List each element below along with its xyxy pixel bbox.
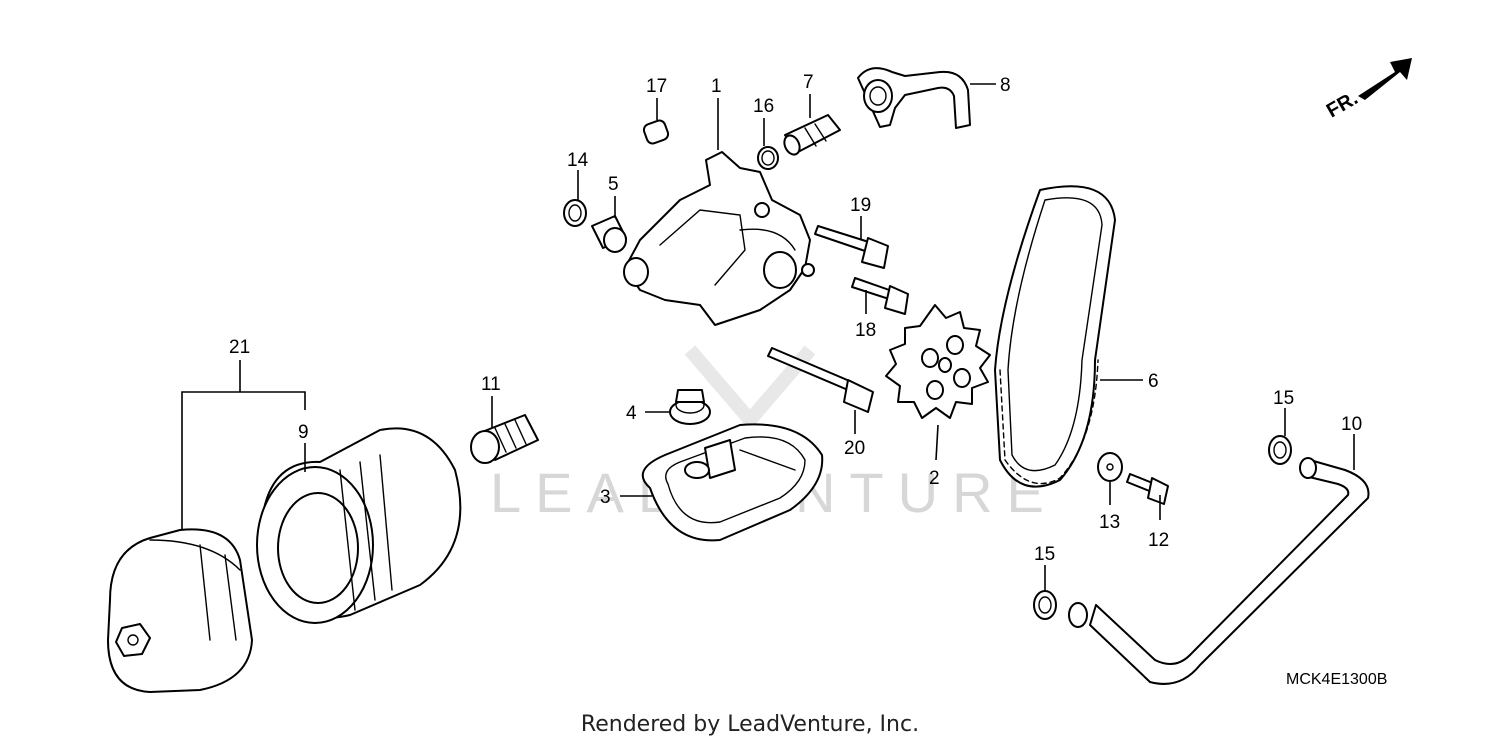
oil-pipe-bend-part[interactable] bbox=[857, 67, 971, 129]
oil-filter-cartridge-part[interactable] bbox=[256, 427, 462, 624]
callout-16[interactable]: 16 bbox=[753, 96, 774, 117]
o-ring-part[interactable] bbox=[757, 146, 779, 170]
callout-7[interactable]: 7 bbox=[803, 72, 814, 93]
o-ring-part[interactable] bbox=[1268, 435, 1292, 465]
footer-credit: Rendered by LeadVenture, Inc. bbox=[580, 712, 920, 737]
leader-lines bbox=[181, 83, 1355, 591]
o-ring-part[interactable] bbox=[1033, 590, 1057, 620]
oil-pipe-part[interactable] bbox=[1068, 457, 1370, 685]
oil-pump-sprocket-part[interactable] bbox=[885, 304, 991, 419]
callout-19[interactable]: 19 bbox=[850, 195, 871, 216]
front-direction-arrow-icon bbox=[1358, 58, 1412, 100]
callout-18[interactable]: 18 bbox=[855, 320, 876, 341]
watermark-logo-icon bbox=[684, 345, 816, 431]
dowel-pin-part[interactable] bbox=[642, 119, 670, 145]
callout-3[interactable]: 3 bbox=[600, 487, 611, 508]
callout-10[interactable]: 10 bbox=[1341, 414, 1362, 435]
callout-4[interactable]: 4 bbox=[626, 403, 637, 424]
callout-6[interactable]: 6 bbox=[1148, 371, 1159, 392]
callout-14[interactable]: 14 bbox=[567, 150, 589, 171]
flange-bolt-part[interactable] bbox=[851, 277, 909, 315]
oil-strainer-part[interactable] bbox=[641, 423, 824, 542]
oil-pump-body-part[interactable] bbox=[623, 151, 815, 326]
sealing-washer-part[interactable] bbox=[1097, 452, 1123, 482]
oil-filter-boss-part[interactable] bbox=[470, 414, 539, 464]
callout-17[interactable]: 17 bbox=[646, 76, 667, 97]
callout-1[interactable]: 1 bbox=[711, 76, 722, 97]
front-direction-label: FR. bbox=[1323, 87, 1362, 122]
oil-filter-wrench-part[interactable] bbox=[107, 528, 253, 693]
strainer-seal-part[interactable] bbox=[669, 389, 711, 425]
callout-9[interactable]: 9 bbox=[298, 422, 309, 443]
callout-15-lower[interactable]: 15 bbox=[1034, 544, 1055, 565]
callout-2[interactable]: 2 bbox=[929, 468, 940, 489]
callout-5[interactable]: 5 bbox=[608, 174, 619, 195]
drive-chain-part[interactable] bbox=[994, 185, 1116, 488]
diagram-code: MCK4E1300B bbox=[1286, 671, 1387, 688]
long-flange-bolt-part[interactable] bbox=[767, 347, 874, 413]
callout-12[interactable]: 12 bbox=[1148, 530, 1169, 551]
callout-21[interactable]: 21 bbox=[229, 337, 250, 358]
callout-labels: 1 2 3 4 5 6 7 8 9 10 11 12 13 14 15 15 1… bbox=[229, 72, 1362, 565]
oil-joint-collar-part[interactable] bbox=[781, 114, 841, 157]
callout-20[interactable]: 20 bbox=[844, 438, 865, 459]
collar-part[interactable] bbox=[591, 215, 627, 253]
callout-15[interactable]: 15 bbox=[1273, 388, 1294, 409]
callout-11[interactable]: 11 bbox=[481, 374, 501, 395]
callout-8[interactable]: 8 bbox=[1000, 75, 1011, 96]
small-bolt-part[interactable] bbox=[1126, 473, 1169, 505]
o-ring-part[interactable] bbox=[563, 199, 587, 227]
callout-13[interactable]: 13 bbox=[1099, 512, 1120, 533]
flange-bolt-part[interactable] bbox=[814, 225, 889, 269]
